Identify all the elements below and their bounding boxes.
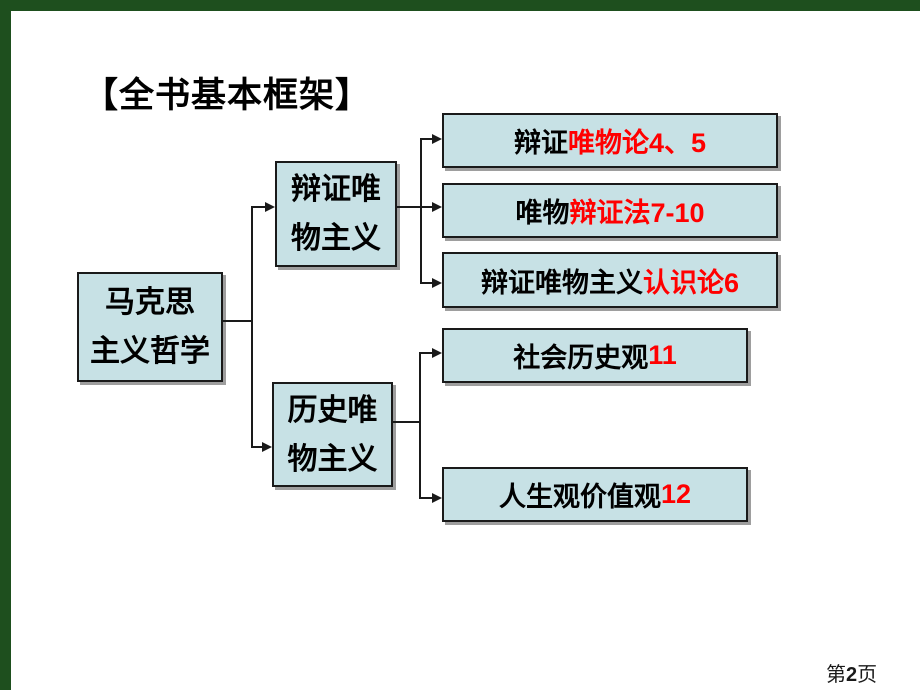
- arrowhead-leaf2-icon: [432, 202, 442, 212]
- connector-to-leaf1: [420, 138, 432, 140]
- leaf1-red-text: 唯物论4、5: [567, 128, 707, 158]
- connector-root-horizontal: [223, 320, 252, 322]
- connector-to-branch2: [251, 446, 262, 448]
- frame-bar-left: [0, 0, 11, 690]
- leaf5-black-text: 人生观价值观: [498, 482, 661, 512]
- node-marxist-philosophy-line1: 马克思: [105, 286, 195, 319]
- leaf1-black-text: 辩证: [513, 128, 568, 158]
- node-dialectical-materialism: 辩证唯 物主义: [275, 161, 397, 267]
- arrowhead-leaf4-icon: [432, 348, 442, 358]
- leaf3-black-text: 辩证唯物主义: [480, 267, 643, 298]
- connector-to-branch1: [251, 206, 265, 208]
- arrowhead-leaf3-icon: [432, 278, 442, 288]
- node-historical-materialism: 历史唯 物主义: [272, 382, 393, 487]
- leaf2-red-text: 辩证法7-10: [569, 198, 705, 228]
- node-dialectical-materialism-theory: 辩证唯物论4、5: [442, 113, 778, 168]
- connector-to-leaf3: [420, 282, 432, 284]
- arrowhead-branch2-icon: [262, 442, 272, 452]
- arrowhead-leaf5-icon: [432, 493, 442, 503]
- leaf2-black-text: 唯物: [515, 198, 570, 228]
- leaf4-red-text: 11: [648, 340, 677, 370]
- connector-to-leaf5: [419, 497, 432, 499]
- connector-right-top-vertical: [420, 138, 422, 284]
- node-epistemology: 辩证唯物主义认识论6: [442, 252, 778, 308]
- page-number-suffix: 页: [857, 664, 878, 686]
- connector-branch1-out: [397, 206, 432, 208]
- leaf4-black-text: 社会历史观: [513, 343, 649, 373]
- node-historical-materialism-line2: 物主义: [287, 442, 378, 476]
- node-historical-materialism-line1: 历史唯: [287, 393, 378, 427]
- connector-right-bottom-vertical: [419, 352, 421, 499]
- connector-left-vertical: [251, 206, 253, 448]
- node-materialist-dialectics: 唯物辩证法7-10: [442, 183, 778, 238]
- page-number: 第2页: [826, 658, 877, 687]
- connector-to-leaf4: [419, 352, 432, 354]
- node-marxist-philosophy-line2: 主义哲学: [90, 335, 210, 368]
- arrowhead-leaf1-icon: [432, 134, 442, 144]
- slide-title: 【全书基本框架】: [83, 76, 372, 115]
- leaf3-red-text: 认识论6: [642, 267, 740, 298]
- node-dialectical-materialism-line1: 辩证唯: [291, 173, 381, 206]
- page-number-prefix: 第: [826, 664, 846, 686]
- connector-branch2-out: [393, 421, 421, 423]
- arrowhead-branch1-icon: [265, 202, 275, 212]
- node-marxist-philosophy: 马克思 主义哲学: [77, 272, 223, 382]
- leaf5-red-text: 12: [660, 479, 692, 509]
- node-dialectical-materialism-line2: 物主义: [291, 222, 381, 255]
- frame-bar-top: [0, 0, 920, 11]
- page-number-value: 2: [846, 664, 858, 686]
